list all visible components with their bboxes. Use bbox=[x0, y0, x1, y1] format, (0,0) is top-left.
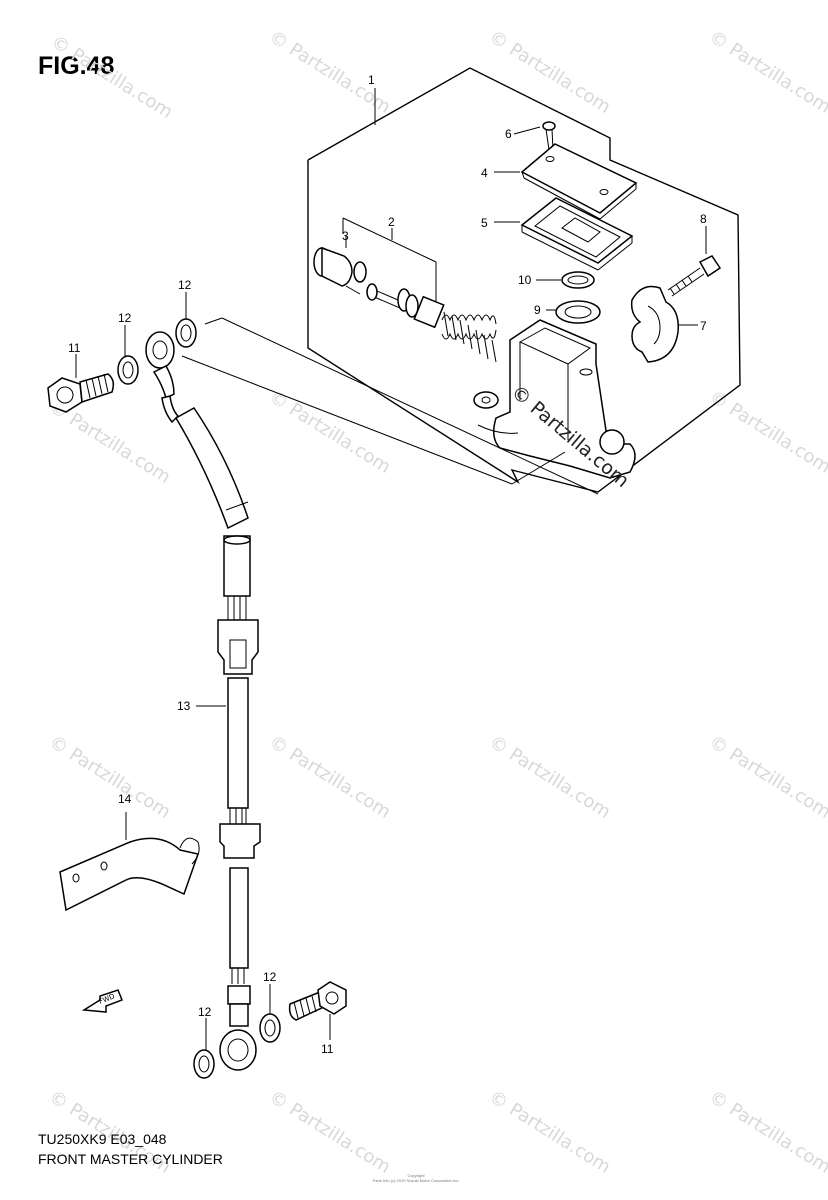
watermark-layer: © Partzilla.com © Partzilla.com © Partzi… bbox=[45, 26, 828, 1177]
callout-9: 9 bbox=[534, 303, 541, 317]
callout-4: 4 bbox=[481, 166, 488, 180]
hose-guide-bracket bbox=[59, 812, 200, 912]
callout-12-lower-outer: 12 bbox=[263, 970, 277, 984]
diaphragm-plate bbox=[494, 197, 634, 271]
lower-washer-inner bbox=[193, 1018, 215, 1079]
upper-union-bolt bbox=[47, 354, 115, 413]
assembly-outline bbox=[307, 67, 741, 493]
callout-11-lower: 11 bbox=[321, 1042, 334, 1056]
watermark: © Partzilla.com bbox=[485, 26, 614, 117]
figure-name: FRONT MASTER CYLINDER bbox=[38, 1151, 223, 1167]
callout-labels: 1 2 3 4 5 6 7 8 9 10 11 11 12 12 12 12 1… bbox=[68, 73, 707, 1056]
forward-direction-arrow: FWD bbox=[81, 989, 123, 1013]
callout-8: 8 bbox=[700, 212, 707, 226]
callout-13: 13 bbox=[177, 699, 191, 713]
watermark: © Partzilla.com bbox=[705, 26, 828, 117]
model-code: TU250XK9 E03_048 bbox=[38, 1131, 167, 1147]
figure-title: FIG.48 bbox=[38, 52, 115, 80]
callout-11-upper: 11 bbox=[68, 341, 81, 355]
piston-boot bbox=[313, 236, 367, 295]
callout-10: 10 bbox=[518, 273, 532, 287]
callout-1: 1 bbox=[368, 73, 375, 87]
clamp-bolt bbox=[667, 226, 722, 297]
watermark: © Partzilla.com bbox=[705, 386, 828, 477]
lower-washer-outer bbox=[259, 984, 281, 1043]
assembly-leader-lines bbox=[181, 317, 599, 495]
copyright-line: Parts Info (c) 2019 Suzuki Motor Corpora… bbox=[372, 1178, 460, 1183]
upper-washer-inner bbox=[175, 292, 197, 348]
watermark: © Partzilla.com bbox=[47, 31, 176, 122]
lower-union-bolt bbox=[288, 981, 347, 1040]
callout-2: 2 bbox=[388, 215, 395, 229]
callout-14: 14 bbox=[118, 792, 132, 806]
piston-assembly bbox=[342, 217, 497, 363]
reservoir-cap bbox=[494, 143, 638, 220]
upper-washer-outer bbox=[117, 325, 139, 385]
callout-12-upper-outer: 12 bbox=[118, 311, 132, 325]
callout-12-upper-inner: 12 bbox=[178, 278, 192, 292]
o-ring bbox=[536, 271, 595, 289]
watermark: © Partzilla.com bbox=[705, 731, 828, 822]
copyright-notice: Copyright Parts Info (c) 2019 Suzuki Mot… bbox=[356, 1173, 476, 1183]
callout-6: 6 bbox=[505, 127, 512, 141]
callout-7: 7 bbox=[700, 319, 707, 333]
master-cylinder-holder bbox=[630, 285, 698, 363]
callout-12-lower-inner: 12 bbox=[198, 1005, 212, 1019]
callout-5: 5 bbox=[481, 216, 488, 230]
watermark: © Partzilla.com bbox=[265, 1086, 394, 1177]
reservoir-connector bbox=[546, 300, 601, 324]
watermark: © Partzilla.com bbox=[45, 731, 174, 822]
watermark: © Partzilla.com bbox=[265, 731, 394, 822]
watermark: © Partzilla.com bbox=[265, 386, 394, 477]
watermark: © Partzilla.com bbox=[485, 731, 614, 822]
callout-3: 3 bbox=[342, 229, 349, 243]
watermark: © Partzilla.com bbox=[485, 1086, 614, 1177]
watermark: © Partzilla.com bbox=[705, 1086, 828, 1177]
brake-hose bbox=[145, 331, 261, 1071]
copyright-line: Copyright bbox=[407, 1173, 425, 1178]
master-cylinder-body bbox=[473, 319, 636, 479]
reservoir-cap-screw bbox=[513, 121, 556, 151]
